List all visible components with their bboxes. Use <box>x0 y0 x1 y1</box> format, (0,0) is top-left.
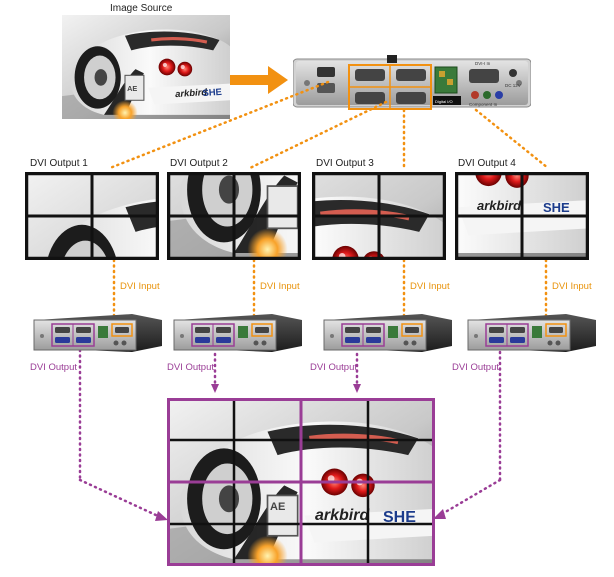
wall-sponsor-text: AE <box>270 501 285 513</box>
processor-4-device <box>467 314 596 352</box>
processor-3-device <box>323 314 452 352</box>
output-4-label: DVI Output 4 <box>458 158 516 169</box>
wall-brand2-text: SHE <box>383 509 416 526</box>
output-1-wall <box>25 172 159 260</box>
port-label-dvi-in: DVI-I In <box>475 61 491 66</box>
output-1-label: DVI Output 1 <box>30 158 88 169</box>
port-label-dc: DC 12V <box>505 83 521 88</box>
source-image: arkbird SHE AE <box>62 15 230 119</box>
port-label-digital: Digital I/O <box>435 99 453 104</box>
processor-4-input-label: DVI Input <box>552 281 592 292</box>
output-3-wall <box>312 172 446 260</box>
processor-1-device <box>33 314 162 352</box>
output-2-wall <box>167 172 301 260</box>
processor-2-device <box>173 314 302 352</box>
processor-2-input-label: DVI Input <box>260 281 300 292</box>
source-brand-text: arkbird <box>175 86 208 99</box>
video-wall: arkbird SHE AE <box>167 398 435 566</box>
processor-4-output-label: DVI Output <box>452 362 499 373</box>
output-4-brand-text: arkbird <box>477 198 522 213</box>
output-4-wall: arkbird SHE <box>455 172 589 260</box>
processor-1-output-label: DVI Output <box>30 362 77 373</box>
source-brand2-text: SHE <box>202 86 222 98</box>
output-4-brand2-text: SHE <box>543 200 570 215</box>
processor-3-output-label: DVI Output <box>310 362 357 373</box>
output-2-label: DVI Output 2 <box>170 158 228 169</box>
image-source-label: Image Source <box>110 3 173 14</box>
processor-2-output-label: DVI Output <box>167 362 214 373</box>
source-sponsor-text: AE <box>127 84 137 93</box>
port-label-component: Component In <box>469 102 498 107</box>
splitter-device: DVI-I In DC 12V Component In Digital I/O <box>293 55 531 110</box>
processor-3-input-label: DVI Input <box>410 281 450 292</box>
signal-arrow-icon <box>230 66 288 94</box>
processor-1-input-label: DVI Input <box>120 281 160 292</box>
output-3-label: DVI Output 3 <box>316 158 374 169</box>
wall-brand-text: arkbird <box>315 507 370 524</box>
